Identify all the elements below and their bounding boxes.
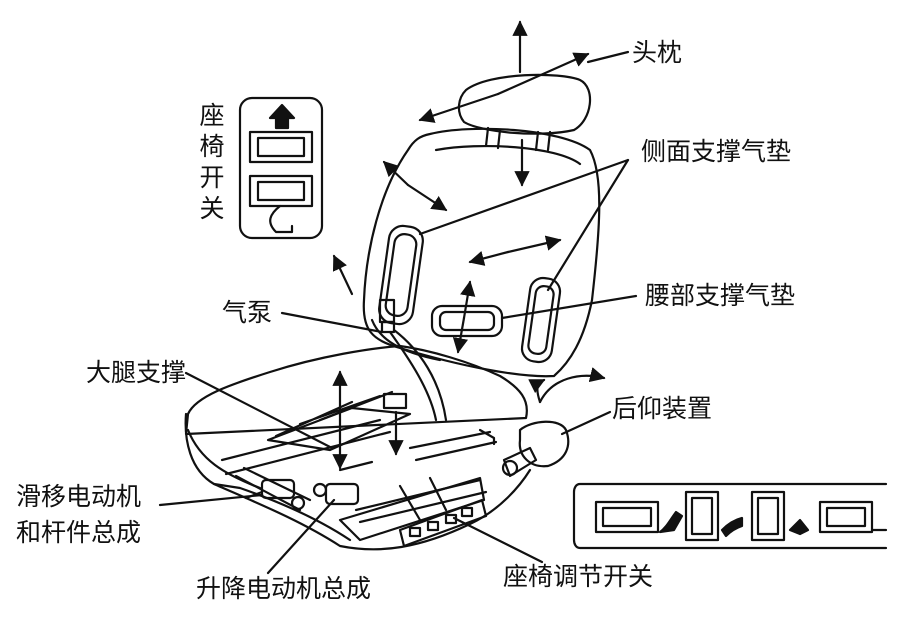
headrest-tilt-arrow-right: [496, 52, 590, 96]
leader-thigh-support: [184, 371, 334, 450]
slide-motor-shape: [244, 478, 306, 511]
thigh-support-label: 大腿支撑: [86, 358, 187, 387]
lumbar-airbag-inner: [438, 310, 496, 332]
leader-lift-motor: [266, 498, 336, 575]
air-pump-label: 气泵: [222, 298, 273, 327]
switch-sequence-inset: [572, 482, 888, 550]
backrest-arrow-upleft: [382, 160, 410, 187]
lumbar-airbag-label: 腰部支撑气垫: [645, 281, 796, 310]
seat-switch-inset: [238, 96, 324, 240]
recliner-shape: [501, 420, 570, 478]
headrest-shape: [457, 73, 592, 152]
seat-cushion-shape: [184, 344, 532, 551]
recliner-label: 后仰装置: [612, 394, 713, 423]
leader-slide-motor: [158, 493, 264, 507]
recliner-arrow-back: [528, 378, 546, 404]
lumbar-airbag-shape: [430, 304, 504, 338]
lumbar-arrow-right: [506, 235, 562, 254]
leader-adjust-switch: [452, 516, 544, 564]
recline-arrow-back: [332, 254, 354, 296]
air-pump-shape: [378, 298, 448, 422]
seat-rail-frame: [220, 418, 498, 542]
lift-motor-label: 升降电动机总成: [196, 574, 372, 603]
headrest-tilt-arrow-left: [418, 92, 500, 123]
backrest-arrow-downright: [406, 183, 448, 212]
leader-side-airbag-left: [418, 158, 630, 236]
lumbar-arrow-down: [452, 316, 468, 354]
leader-side-airbag-right: [546, 158, 630, 292]
side-airbag-left-inner: [384, 233, 418, 317]
headrest-label: 头枕: [632, 38, 683, 67]
side-airbag-right: [520, 276, 562, 364]
leader-recliner: [560, 410, 612, 436]
slide-motor-label-line1: 滑移电动机: [16, 482, 142, 511]
side-airbag-left: [378, 224, 424, 326]
lift-motor-shape: [312, 482, 360, 506]
leader-headrest: [586, 50, 630, 64]
recliner-arrow-forward: [538, 367, 606, 404]
slide-motor-label-line2: 和杆件总成: [16, 518, 142, 547]
lumbar-arrow-left: [468, 250, 510, 266]
leader-lumbar: [500, 294, 638, 320]
seat-switch-label: 座椅开关: [199, 101, 225, 223]
adjust-switch-label: 座椅调节开关: [503, 562, 654, 591]
lumbar-arrow-up: [460, 280, 476, 320]
side-airbag-label: 侧面支撑气垫: [641, 137, 792, 166]
leader-air-pump: [280, 311, 384, 334]
side-airbag-right-inner: [527, 285, 555, 355]
backrest-shape: [362, 127, 601, 378]
